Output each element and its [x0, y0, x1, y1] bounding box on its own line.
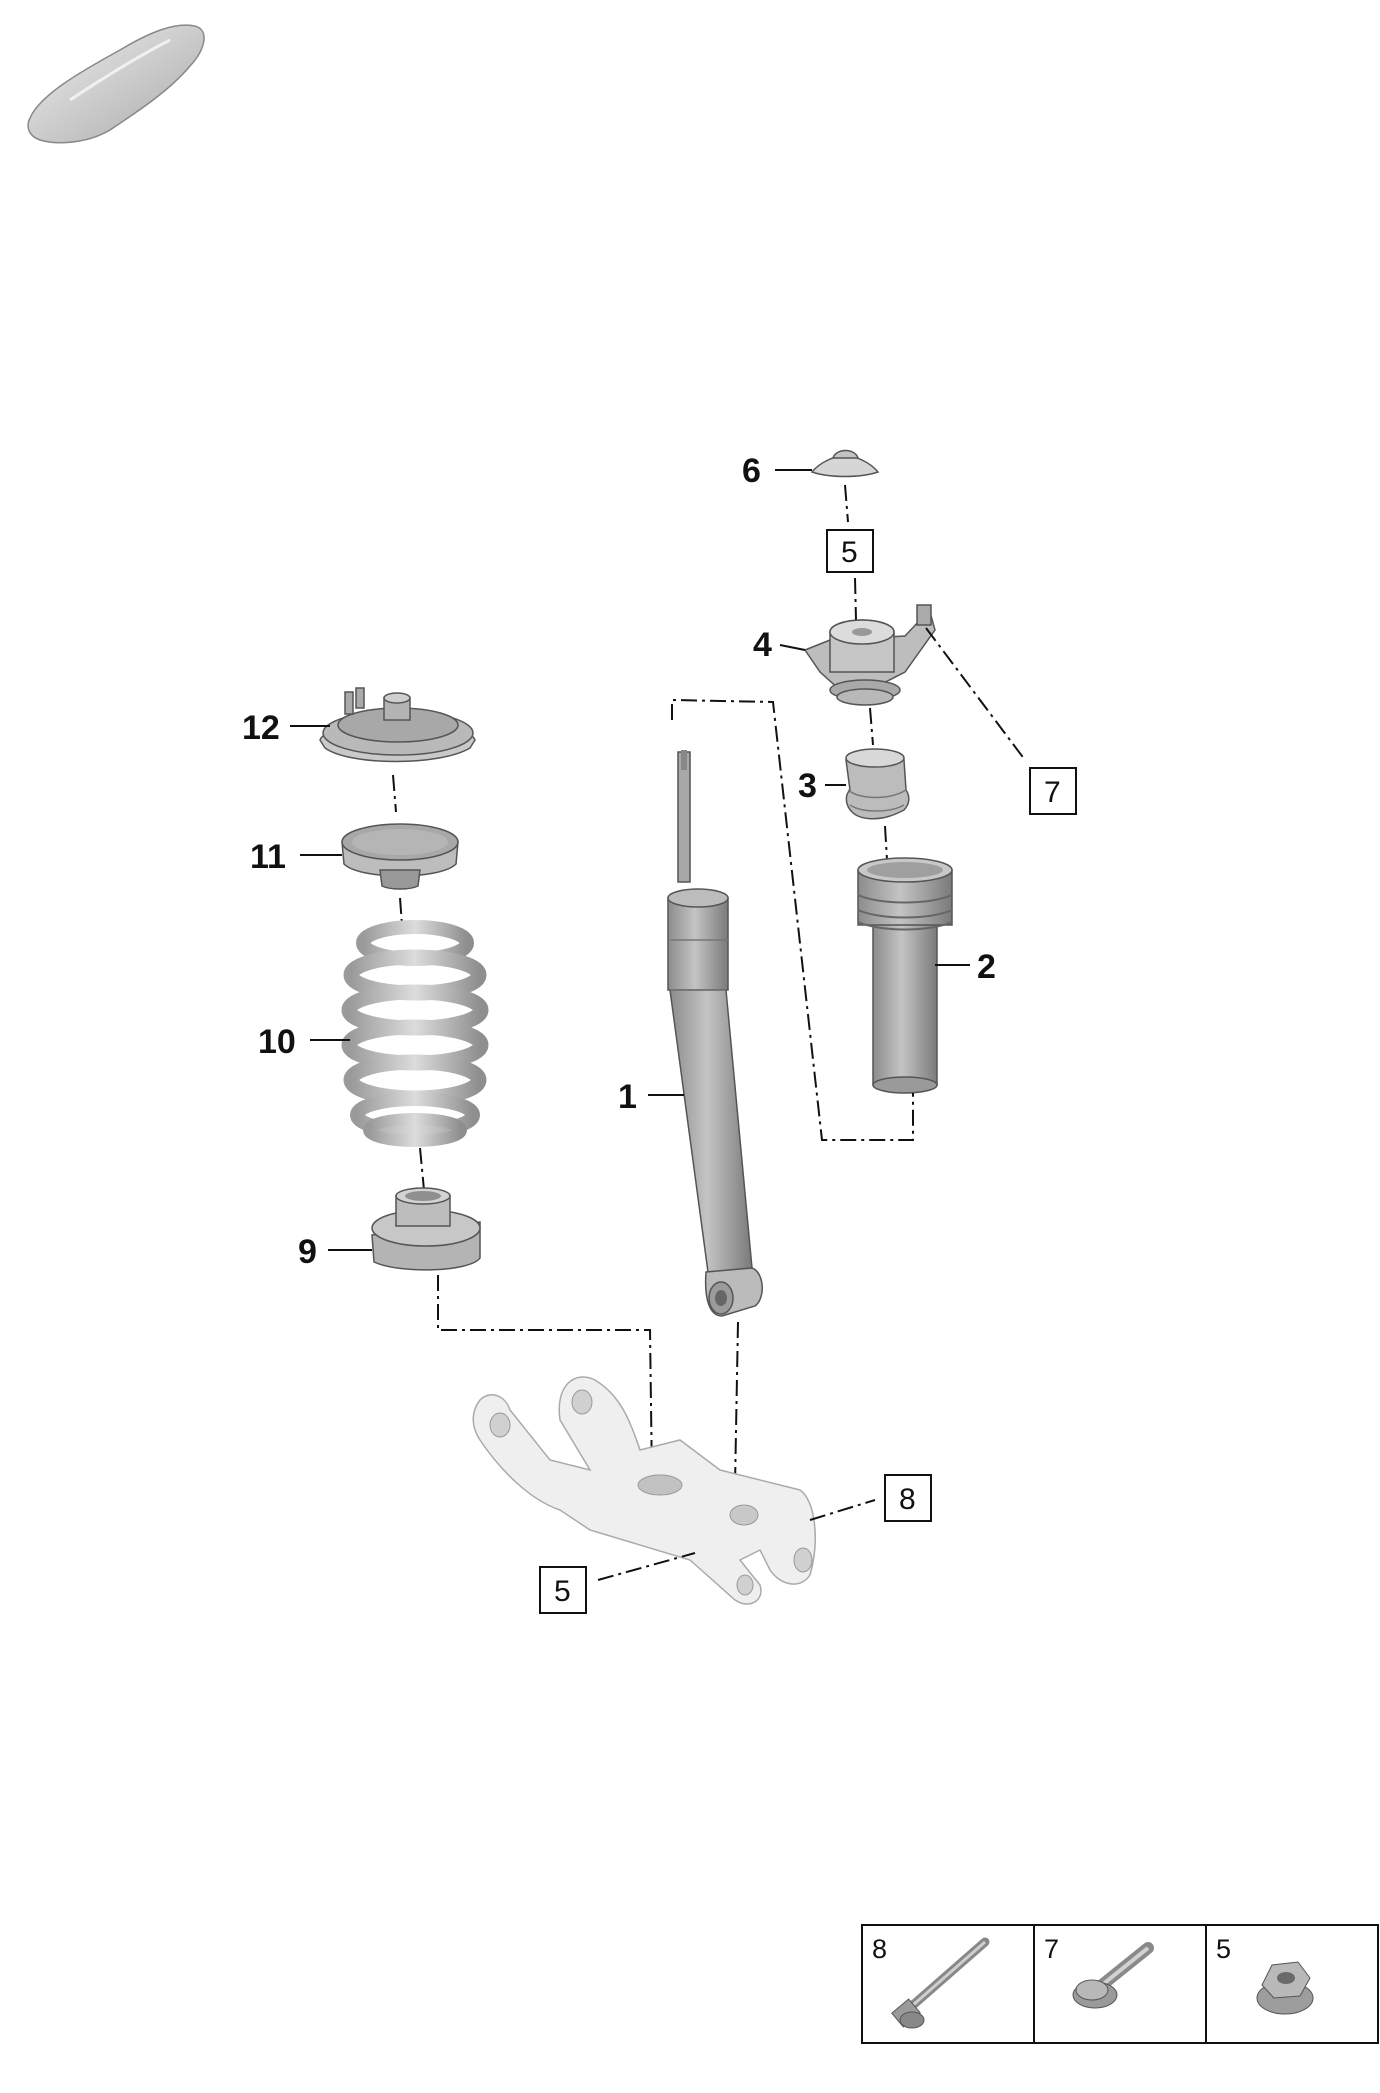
svg-text:7: 7	[1044, 776, 1061, 809]
part-12-upper-spring-seat	[319, 687, 476, 763]
part-1-shock-absorber	[667, 750, 763, 1317]
svg-text:7: 7	[1044, 1934, 1059, 1964]
callout-10: 10	[258, 1023, 296, 1061]
part-6-dust-cap	[810, 449, 880, 478]
callout-12: 12	[242, 709, 280, 747]
lower-control-arm	[472, 1376, 816, 1605]
svg-text:5: 5	[841, 536, 858, 569]
hardware-table: 8 7 5	[861, 1924, 1379, 2044]
svg-text:8: 8	[872, 1934, 887, 1964]
long-bolt-icon	[891, 1937, 990, 2029]
part-10-coil-spring	[341, 920, 489, 1147]
part-3-bump-stop	[845, 748, 910, 820]
car-silhouette-icon[interactable]	[27, 24, 205, 144]
ref-box-5-top: 5	[826, 529, 874, 573]
hardware-cell-8: 8	[872, 1934, 990, 2029]
part-11-spring-pad	[341, 823, 459, 890]
callout-3: 3	[798, 767, 817, 805]
part-9-lower-spring-seat	[371, 1187, 481, 1271]
svg-text:8: 8	[899, 1483, 916, 1516]
ref-box-7: 7	[1029, 767, 1077, 815]
flange-nut-icon	[1256, 1961, 1314, 2015]
callout-2: 2	[977, 948, 996, 986]
callout-1: 1	[618, 1078, 637, 1116]
callout-6: 6	[742, 452, 761, 490]
part-2-protective-boot	[857, 857, 953, 1094]
callout-4: 4	[753, 626, 772, 664]
callout-11: 11	[250, 838, 286, 876]
ref-box-8: 8	[884, 1474, 932, 1522]
flange-bolt-icon	[1072, 1942, 1154, 2009]
hardware-cell-7: 7	[1044, 1934, 1154, 2009]
callout-9: 9	[298, 1233, 317, 1271]
ref-box-5-bottom: 5	[539, 1566, 587, 1614]
svg-text:5: 5	[1216, 1934, 1231, 1964]
part-4-top-mount	[803, 604, 936, 706]
hardware-cell-5: 5	[1216, 1934, 1314, 2015]
svg-text:5: 5	[554, 1575, 571, 1608]
